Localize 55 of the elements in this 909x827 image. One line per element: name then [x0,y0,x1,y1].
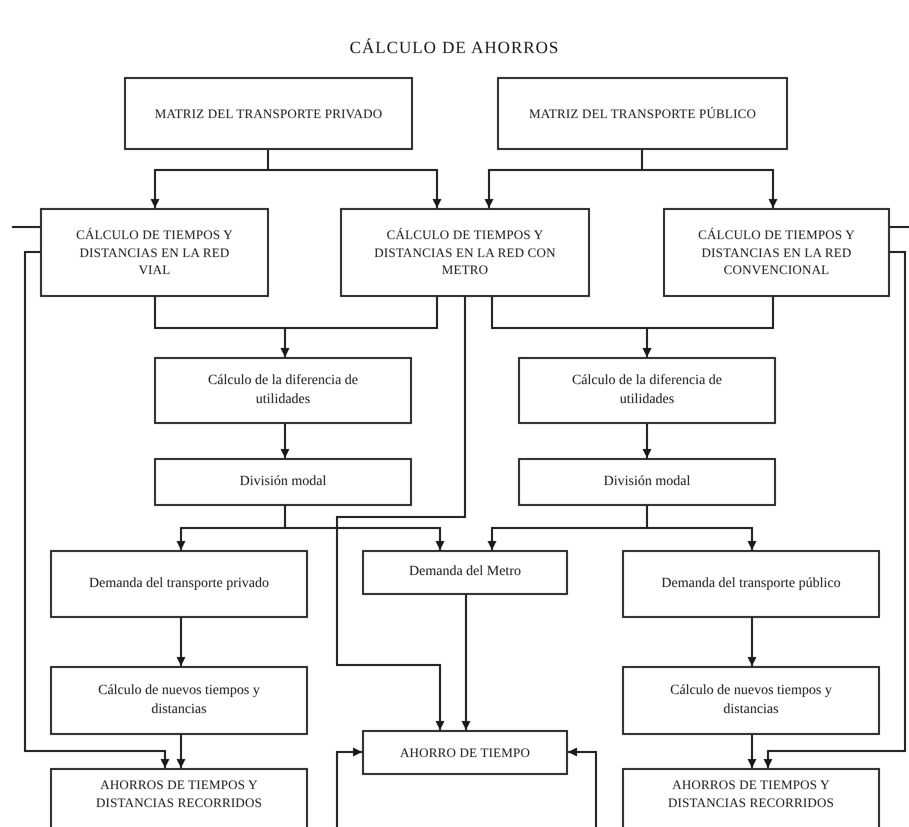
arrow [280,297,438,357]
box-label: Demanda del Metro [409,563,521,582]
arrow [642,424,652,458]
arrow [641,150,778,208]
arrow [642,297,774,357]
arrow [748,618,756,666]
box-label: CÁLCULO DE TIEMPOS Y DISTANCIAS EN LA RED VIAL [75,226,234,279]
box-label: Cálculo de la diferencia de utilidades [206,372,360,408]
box-label: AHORRO DE TIEMPO [400,744,530,762]
arrow [24,251,170,768]
process-box [50,768,308,827]
arrow [176,735,186,768]
box-label: Cálculo de la diferencia de utilidades [570,372,724,408]
process-box [622,768,880,827]
box-label: MATRIZ DEL TRANSPORTE PÚBLICO [528,104,756,122]
process-box [154,357,412,424]
process-box [40,208,269,297]
box-label: MATRIZ DEL TRANSPORTE PRIVADO [154,104,382,122]
process-box [362,550,568,595]
process-box [154,458,412,506]
box-label: Cálculo de nuevos tiempos y distancias [97,682,261,718]
connector-line [12,226,40,228]
box-label: Demanda del transporte privado [89,574,269,593]
process-box [362,730,568,775]
box-label: AHORROS DE TIEMPOS Y DISTANCIAS RECORRIDOS [94,776,264,812]
process-box [518,357,776,424]
process-box [622,666,880,735]
diagram-title: CÁLCULO DE AHORROS [348,38,560,58]
arrow [336,297,466,730]
process-box [518,458,776,506]
process-box [497,77,788,150]
arrow [462,595,470,730]
box-label: División modal [240,472,326,491]
box-label: Demanda del transporte público [661,574,841,593]
arrow [568,748,597,827]
box-label: División modal [604,472,690,491]
process-box [50,550,308,618]
arrow [267,150,442,208]
process-box [50,666,308,735]
box-label: Cálculo de nuevos tiempos y distancias [669,682,833,718]
arrow [646,506,756,550]
process-box [340,208,590,297]
arrow [336,748,362,827]
arrow [748,735,756,768]
arrow [280,424,290,458]
connector-line [890,226,909,228]
box-label: CÁLCULO DE TIEMPOS Y DISTANCIAS EN LA RED CONVENCIONAL [697,226,856,279]
box-label: CÁLCULO DE TIEMPOS Y DISTANCIAS EN LA RED CON METRO [373,226,557,279]
arrow [176,618,186,666]
arrow [284,506,444,550]
process-box [124,77,413,150]
arrow [764,251,906,768]
process-box [663,208,890,297]
box-label: AHORROS DE TIEMPOS Y DISTANCIAS RECORRIDOS [666,776,836,812]
process-box [622,550,880,618]
